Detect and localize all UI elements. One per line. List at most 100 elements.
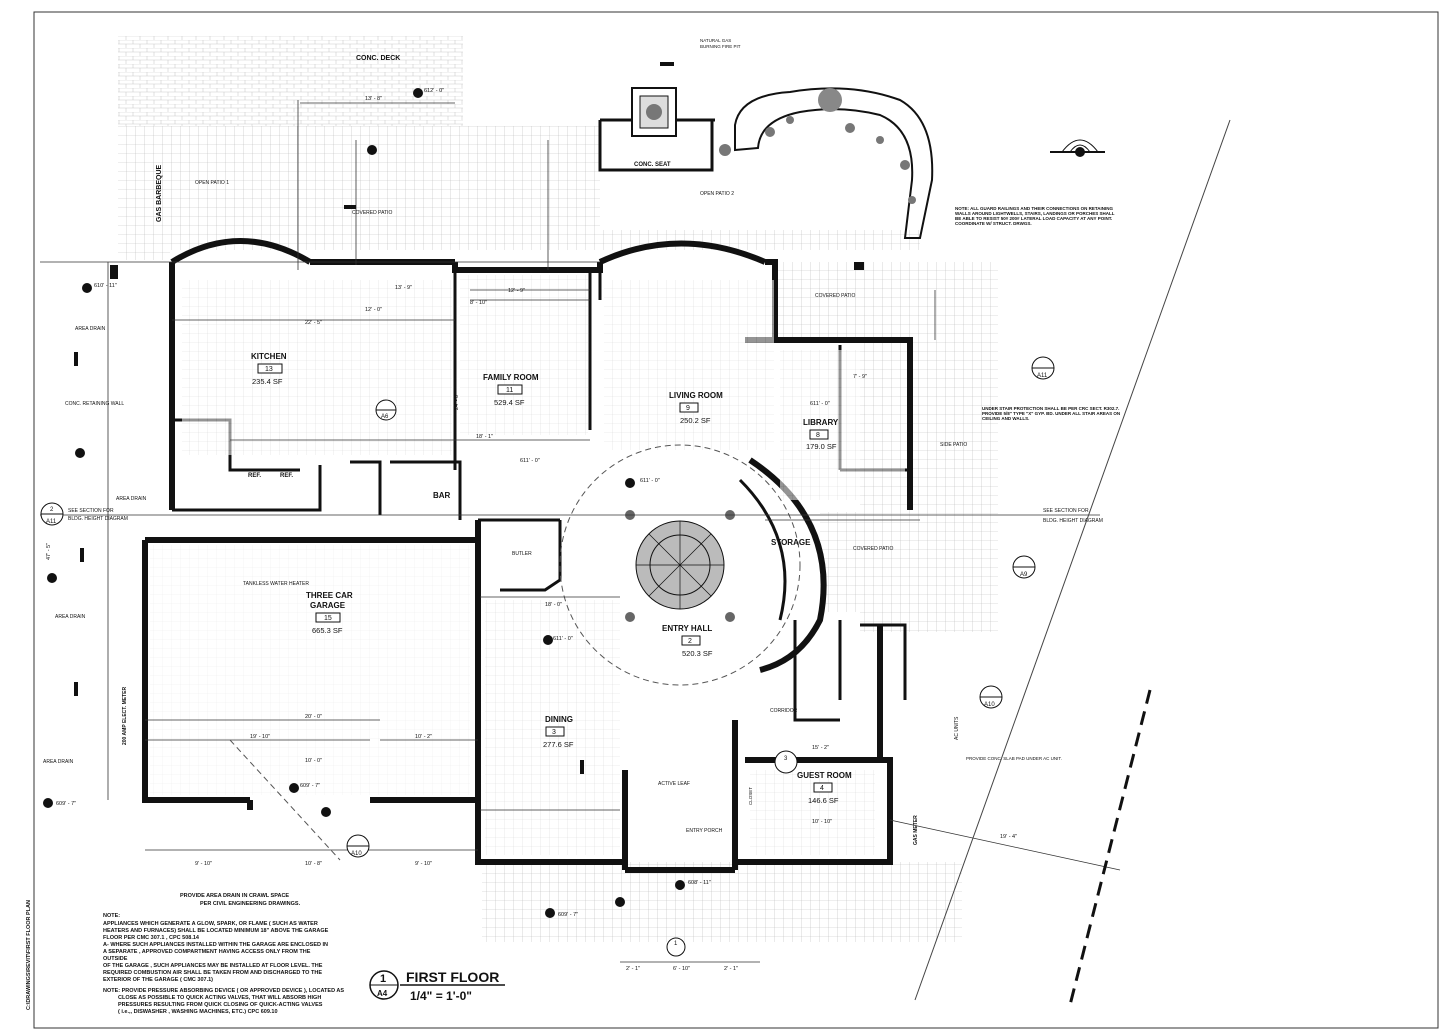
room-library-name: LIBRARY	[803, 418, 839, 427]
label-covered-patio-east: COVERED PATIO	[815, 293, 855, 299]
label-entry-porch: ENTRY PORCH	[686, 828, 723, 834]
title-first-floor: FIRST FLOOR	[406, 969, 499, 985]
room-guest-area: 146.6 SF	[808, 796, 839, 805]
room-family-num: 11	[506, 387, 513, 394]
section-tag-3: 3	[784, 756, 788, 762]
elev-611-library: 611' - 0"	[810, 401, 830, 407]
label-crawl-space-1: PROVIDE AREA DRAIN IN CRAWL SPACE	[180, 893, 289, 899]
section-tag-1: 1	[674, 941, 678, 947]
label-area-drain-2: AREA DRAIN	[116, 496, 147, 502]
fire-pit	[598, 87, 715, 172]
dim-22-5: 22' - 5"	[305, 320, 322, 326]
note-appliance-3: FLOOR PER CMC 307.1 , CPC 508.14	[103, 935, 200, 941]
room-kitchen-area: 235.4 SF	[252, 377, 283, 386]
elev-609-garage: 609' - 7"	[300, 783, 320, 789]
dim-20-0: 20' - 0"	[305, 714, 322, 720]
room-garage-name-2: GARAGE	[310, 601, 346, 610]
room-dining-area: 277.6 SF	[543, 740, 574, 749]
dim-13-9: 13' - 9"	[395, 285, 412, 291]
label-active-leaf: ACTIVE LEAF	[658, 781, 690, 787]
note-appliance-4: A- WHERE SUCH APPLIANCES INSTALLED WITHI…	[103, 942, 328, 948]
dim-24-0: 24' - 0"	[454, 393, 460, 410]
dim-19-4: 19' - 4"	[1000, 834, 1017, 840]
elevation-text: 612' - 0" 610' - 11" 611' - 0" 611' - 0"…	[56, 88, 830, 918]
dim-2-1-a: 2' - 1"	[626, 966, 640, 972]
room-dining-num: 3	[552, 729, 556, 736]
note-appliance-title: NOTE:	[103, 913, 120, 919]
room-guest-name: GUEST ROOM	[797, 771, 852, 780]
dim-10-8: 10' - 8"	[305, 861, 322, 867]
dim-10-10: 10' - 10"	[812, 819, 832, 825]
label-bar: BAR	[433, 491, 451, 500]
dim-18-0: 18' - 0"	[545, 602, 562, 608]
room-living-area: 250.2 SF	[680, 416, 711, 425]
dim-12-0: 12' - 0"	[365, 307, 382, 313]
note-appliance-5: A SEPARATE , APPROVED COMPARTMENT HAVING…	[103, 949, 311, 955]
label-open-patio-2: OPEN PATIO 2	[700, 191, 734, 197]
label-gas-barbeque: GAS BARBEQUE	[156, 164, 163, 222]
title-scale: 1/4" = 1'-0"	[410, 989, 472, 1003]
section-tag-a6: A6	[381, 414, 389, 420]
dim-19-10: 19' - 10"	[250, 734, 270, 740]
dim-10-2: 10' - 2"	[415, 734, 432, 740]
room-garage-name: THREE CAR	[306, 591, 353, 600]
note-pressure-2: CLOSE AS POSSIBLE TO QUICK ACTING VALVES…	[118, 995, 321, 1001]
drawing-title-block: 1 A4 FIRST FLOOR 1/4" = 1'-0"	[369, 969, 505, 1003]
label-open-patio-1: OPEN PATIO 1	[195, 180, 229, 186]
dim-7-9: 7' - 9"	[853, 374, 867, 380]
library-patio-paving	[820, 512, 940, 612]
room-family-area: 529.4 SF	[494, 398, 525, 407]
label-area-drain-1: AREA DRAIN	[75, 326, 106, 332]
elev-611-family: 611' - 0"	[520, 458, 540, 464]
room-floor-tiles	[150, 275, 905, 855]
room-garage-area: 665.3 SF	[312, 626, 343, 635]
label-electric-meter: 200 AMP ELECT. METER	[122, 687, 128, 745]
planter	[719, 87, 934, 239]
elev-608-porch: 608' - 11"	[688, 880, 711, 886]
note-appliance-9: EXTERIOR OF THE GARAGE ( CMC 307.1)	[103, 977, 213, 983]
note-appliance-8: REQUIRED COMBUSTION AIR SHALL BE TAKEN F…	[103, 970, 322, 976]
label-natural-gas: NATURAL GAS	[700, 38, 731, 43]
label-area-drain-4: AREA DRAIN	[43, 759, 74, 765]
paving-areas	[118, 36, 998, 942]
label-ac-units: AC UNITS	[954, 716, 960, 740]
section-tag-a10-right: A10	[984, 702, 995, 708]
label-conc-seat: CONC. SEAT	[634, 162, 671, 168]
room-kitchen-name: KITCHEN	[251, 352, 287, 361]
label-see-section-right: SEE SECTION FOR	[1043, 508, 1089, 514]
label-closet: CLOSET	[748, 787, 753, 805]
label-side-patio: SIDE PATIO	[940, 442, 967, 448]
elev-611-dining: 611' - 0"	[553, 636, 573, 642]
note-pressure-3: PRESSURES RESULTING FROM QUICK CLOSING O…	[118, 1002, 323, 1008]
dimension-lines	[40, 100, 1121, 963]
label-butler: BUTLER	[512, 551, 532, 557]
elev-609-left: 609' - 7"	[56, 801, 76, 807]
room-tags: KITCHEN 13 235.4 SF FAMILY ROOM 11 529.4…	[251, 352, 852, 805]
dimension-text: 13' - 8" 12' - 9" 8' - 10" 13' - 9" 12' …	[46, 96, 1017, 972]
label-bldg-height-left: BLDG. HEIGHT DIAGRAM	[68, 516, 128, 522]
marker-bars	[74, 62, 864, 774]
label-area-drain-3: AREA DRAIN	[55, 614, 86, 620]
label-covered-patio-north: COVERED PATIO	[352, 210, 392, 216]
dim-6-10: 6' - 10"	[673, 966, 690, 972]
section-tag-a10-bottom: A10	[351, 851, 362, 857]
note-appliance-6: OUTSIDE	[103, 956, 128, 962]
label-provide-conc-slab: PROVIDE CONC. SLAB PAD UNDER AC UNIT.	[966, 756, 1062, 761]
label-gas-meter: GAS METER	[913, 815, 919, 845]
note-appliance-1: APPLIANCES WHICH GENERATE A GLOW, SPARK,…	[103, 921, 318, 927]
dim-15-2: 15' - 2"	[812, 745, 829, 751]
label-bldg-height-right: BLDG. HEIGHT DIAGRAM	[1043, 518, 1103, 524]
section-tag-a11-right: A11	[1037, 373, 1048, 379]
elev-612-deck: 612' - 0"	[424, 88, 444, 94]
elev-609-front: 609' - 7"	[558, 912, 578, 918]
property-line	[914, 119, 1231, 1006]
dim-9-10-b: 9' - 10"	[415, 861, 432, 867]
room-library-num: 8	[816, 432, 820, 439]
elev-610-kitchen: 610' - 11"	[94, 283, 117, 289]
title-sheet-number: A4	[377, 989, 388, 998]
covered-patio-paving	[775, 262, 870, 342]
section-tag-a11-left: A11	[46, 519, 57, 525]
room-living-name: LIVING ROOM	[669, 391, 723, 400]
room-dining-name: DINING	[545, 715, 573, 724]
